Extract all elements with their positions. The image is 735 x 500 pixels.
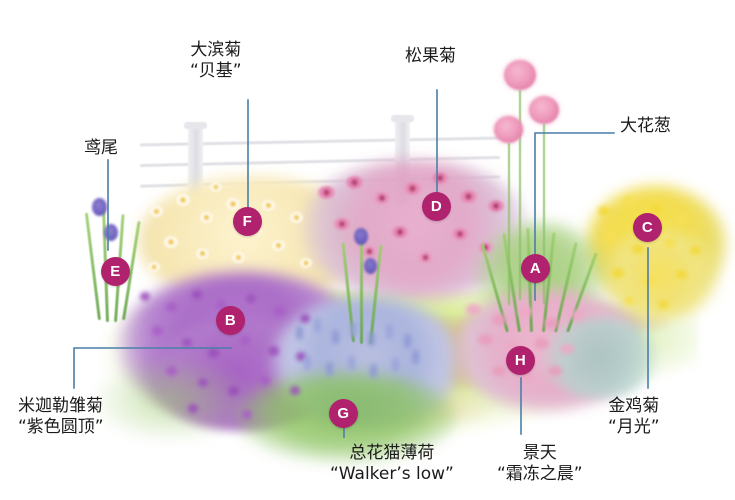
badge-e[interactable]: E [101,257,130,286]
label-nepeta-line1: 总花猫薄荷 [349,443,435,463]
sedum-foliage [540,318,660,398]
label-echinacea: 松果菊 [405,46,456,67]
badge-c[interactable]: C [633,213,662,242]
label-coreopsis-line2: “月光” [608,417,660,438]
badge-d[interactable]: D [422,192,451,221]
label-aster-line2: “紫色圆顶” [18,417,104,438]
badge-h[interactable]: H [506,346,535,375]
label-leucanthemum-line1: 大滨菊 [190,40,242,60]
label-allium: 大花葱 [620,116,671,137]
badge-a[interactable]: A [521,254,550,283]
leader-allium [534,132,615,301]
leader-aster [73,347,232,389]
label-aster: 米迦勒雏菊 “紫色圆顶” [18,396,104,439]
label-nepeta-line2: “Walker’s low” [330,464,454,485]
label-allium-line1: 大花葱 [620,116,671,136]
label-iris: 鸢尾 [84,138,118,159]
badge-b[interactable]: B [216,306,245,335]
label-sedum-line2: “霜冻之晨” [497,464,583,485]
badge-f[interactable]: F [233,207,262,236]
badge-g[interactable]: G [329,399,358,428]
label-leucanthemum-line2: “贝基” [190,61,242,82]
label-sedum: 景天 “霜冻之晨” [497,443,583,486]
label-coreopsis: 金鸡菊 “月光” [608,396,660,439]
label-sedum-line1: 景天 [522,443,557,463]
label-leucanthemum: 大滨菊 “贝基” [190,40,242,83]
label-coreopsis-line1: 金鸡菊 [608,396,660,416]
label-echinacea-line1: 松果菊 [405,46,456,66]
label-aster-line1: 米迦勒雏菊 [18,396,103,416]
label-iris-line1: 鸢尾 [84,138,118,158]
label-nepeta: 总花猫薄荷 “Walker’s low” [330,443,454,486]
